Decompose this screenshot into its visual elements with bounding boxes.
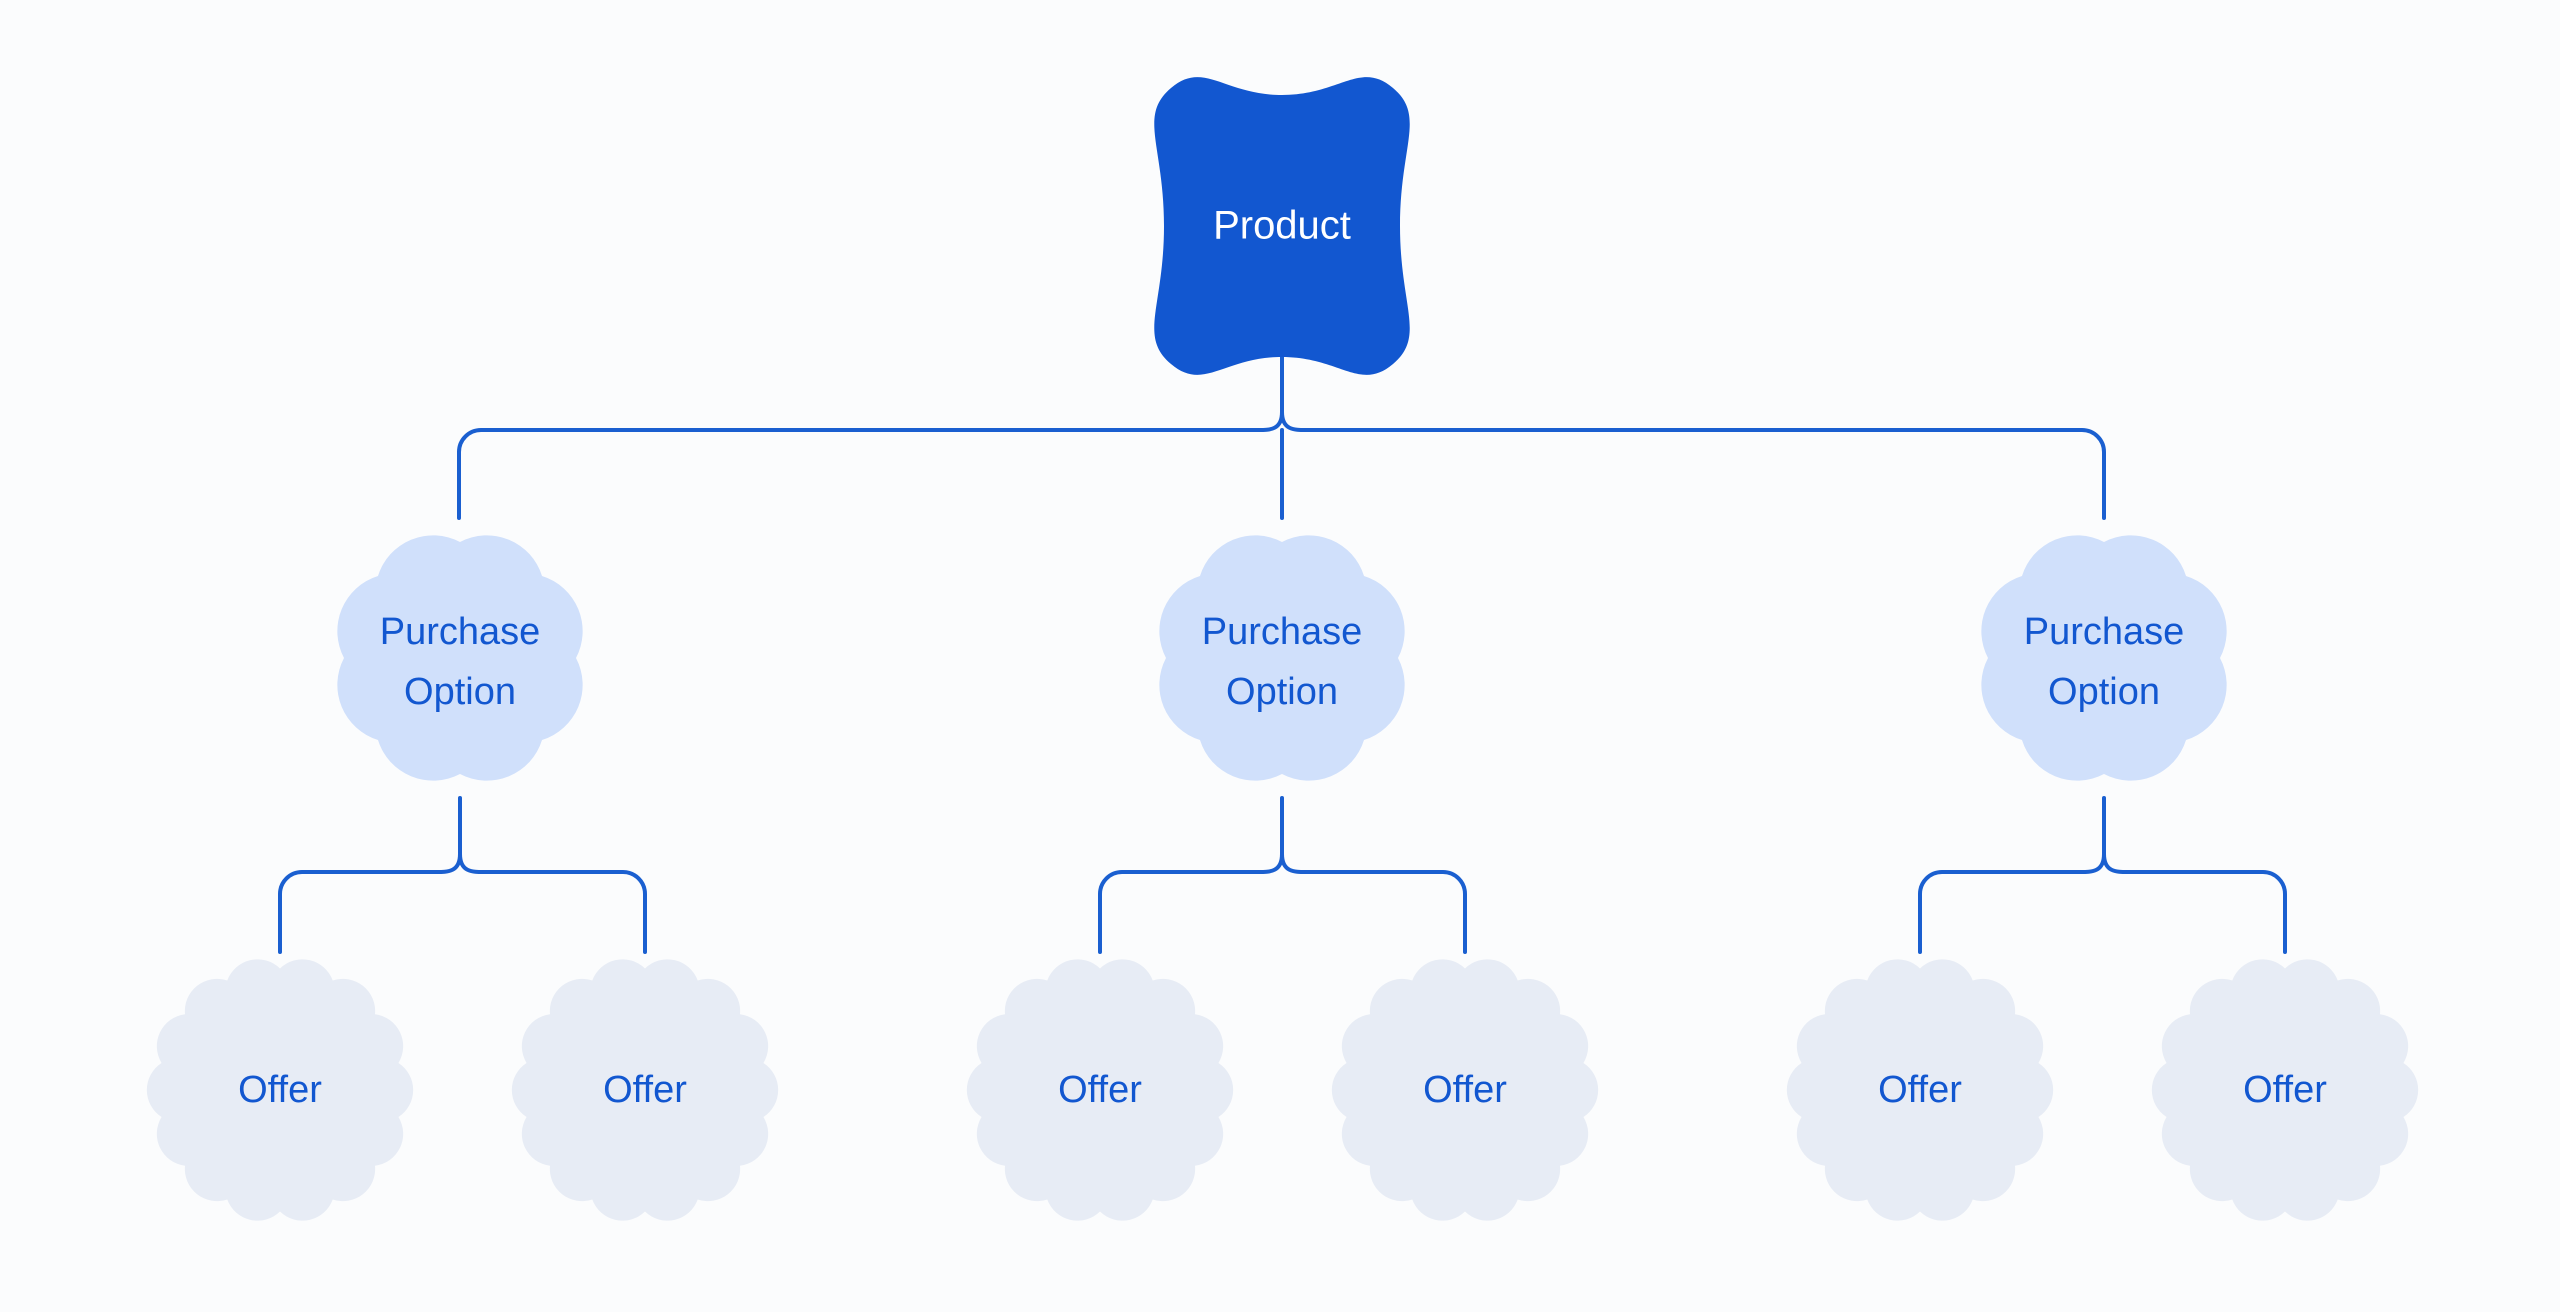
offer-1-label: Offer [238,1069,322,1111]
offer-5-label: Offer [1878,1069,1962,1111]
node-purchase-option-1[interactable]: Purchase Option [337,535,583,781]
connector-po1-right-branch [482,870,647,954]
purchase-option-3-label-line2: Option [2048,671,2160,713]
connector-po2-left-branch [1098,870,1260,954]
purchase-option-3-flower-shape [1981,535,2227,781]
offer-2-label: Offer [603,1069,687,1111]
connector-po1-left-branch [278,870,438,954]
purchase-option-1-label-line1: Purchase [380,611,541,653]
connector-bus-right [1304,428,2106,520]
purchase-option-3-label-line1: Purchase [2024,611,2185,653]
offer-3-seal-shape [966,959,1234,1221]
node-product[interactable]: Product [1154,77,1410,375]
connector-po3-left-branch [1918,870,2082,954]
offer-2-seal-shape [511,959,779,1221]
purchase-option-1-flower-shape [337,535,583,781]
offer-3-label: Offer [1058,1069,1142,1111]
connector-bus-left [457,428,1260,520]
node-offer-6[interactable]: Offer [2151,959,2419,1221]
offer-6-seal-shape [2151,959,2419,1221]
node-offer-5[interactable]: Offer [1786,959,2054,1221]
offer-6-label: Offer [2243,1069,2327,1111]
connector-group [278,338,2287,954]
node-offer-3[interactable]: Offer [966,959,1234,1221]
node-offer-1[interactable]: Offer [146,959,414,1221]
product-blob-shape [1154,77,1410,375]
node-purchase-option-2[interactable]: Purchase Option [1159,535,1405,781]
offer-4-seal-shape [1331,959,1599,1221]
purchase-option-1-label-line2: Option [404,671,516,713]
connector-po2-right-branch [1304,870,1467,954]
product-label: Product [1213,204,1351,248]
offer-1-seal-shape [146,959,414,1221]
node-purchase-option-3[interactable]: Purchase Option [1981,535,2227,781]
connector-po2-fillet [1256,852,1308,874]
node-offer-4[interactable]: Offer [1331,959,1599,1221]
connector-po3-right-branch [2126,870,2287,954]
connector-po1-fillet [434,852,486,874]
offer-4-label: Offer [1423,1069,1507,1111]
connector-po3-fillet [2078,852,2130,874]
purchase-option-2-flower-shape [1159,535,1405,781]
node-offer-2[interactable]: Offer [511,959,779,1221]
purchase-option-2-label-line2: Option [1226,671,1338,713]
purchase-option-2-label-line1: Purchase [1202,611,1363,653]
offer-5-seal-shape [1786,959,2054,1221]
